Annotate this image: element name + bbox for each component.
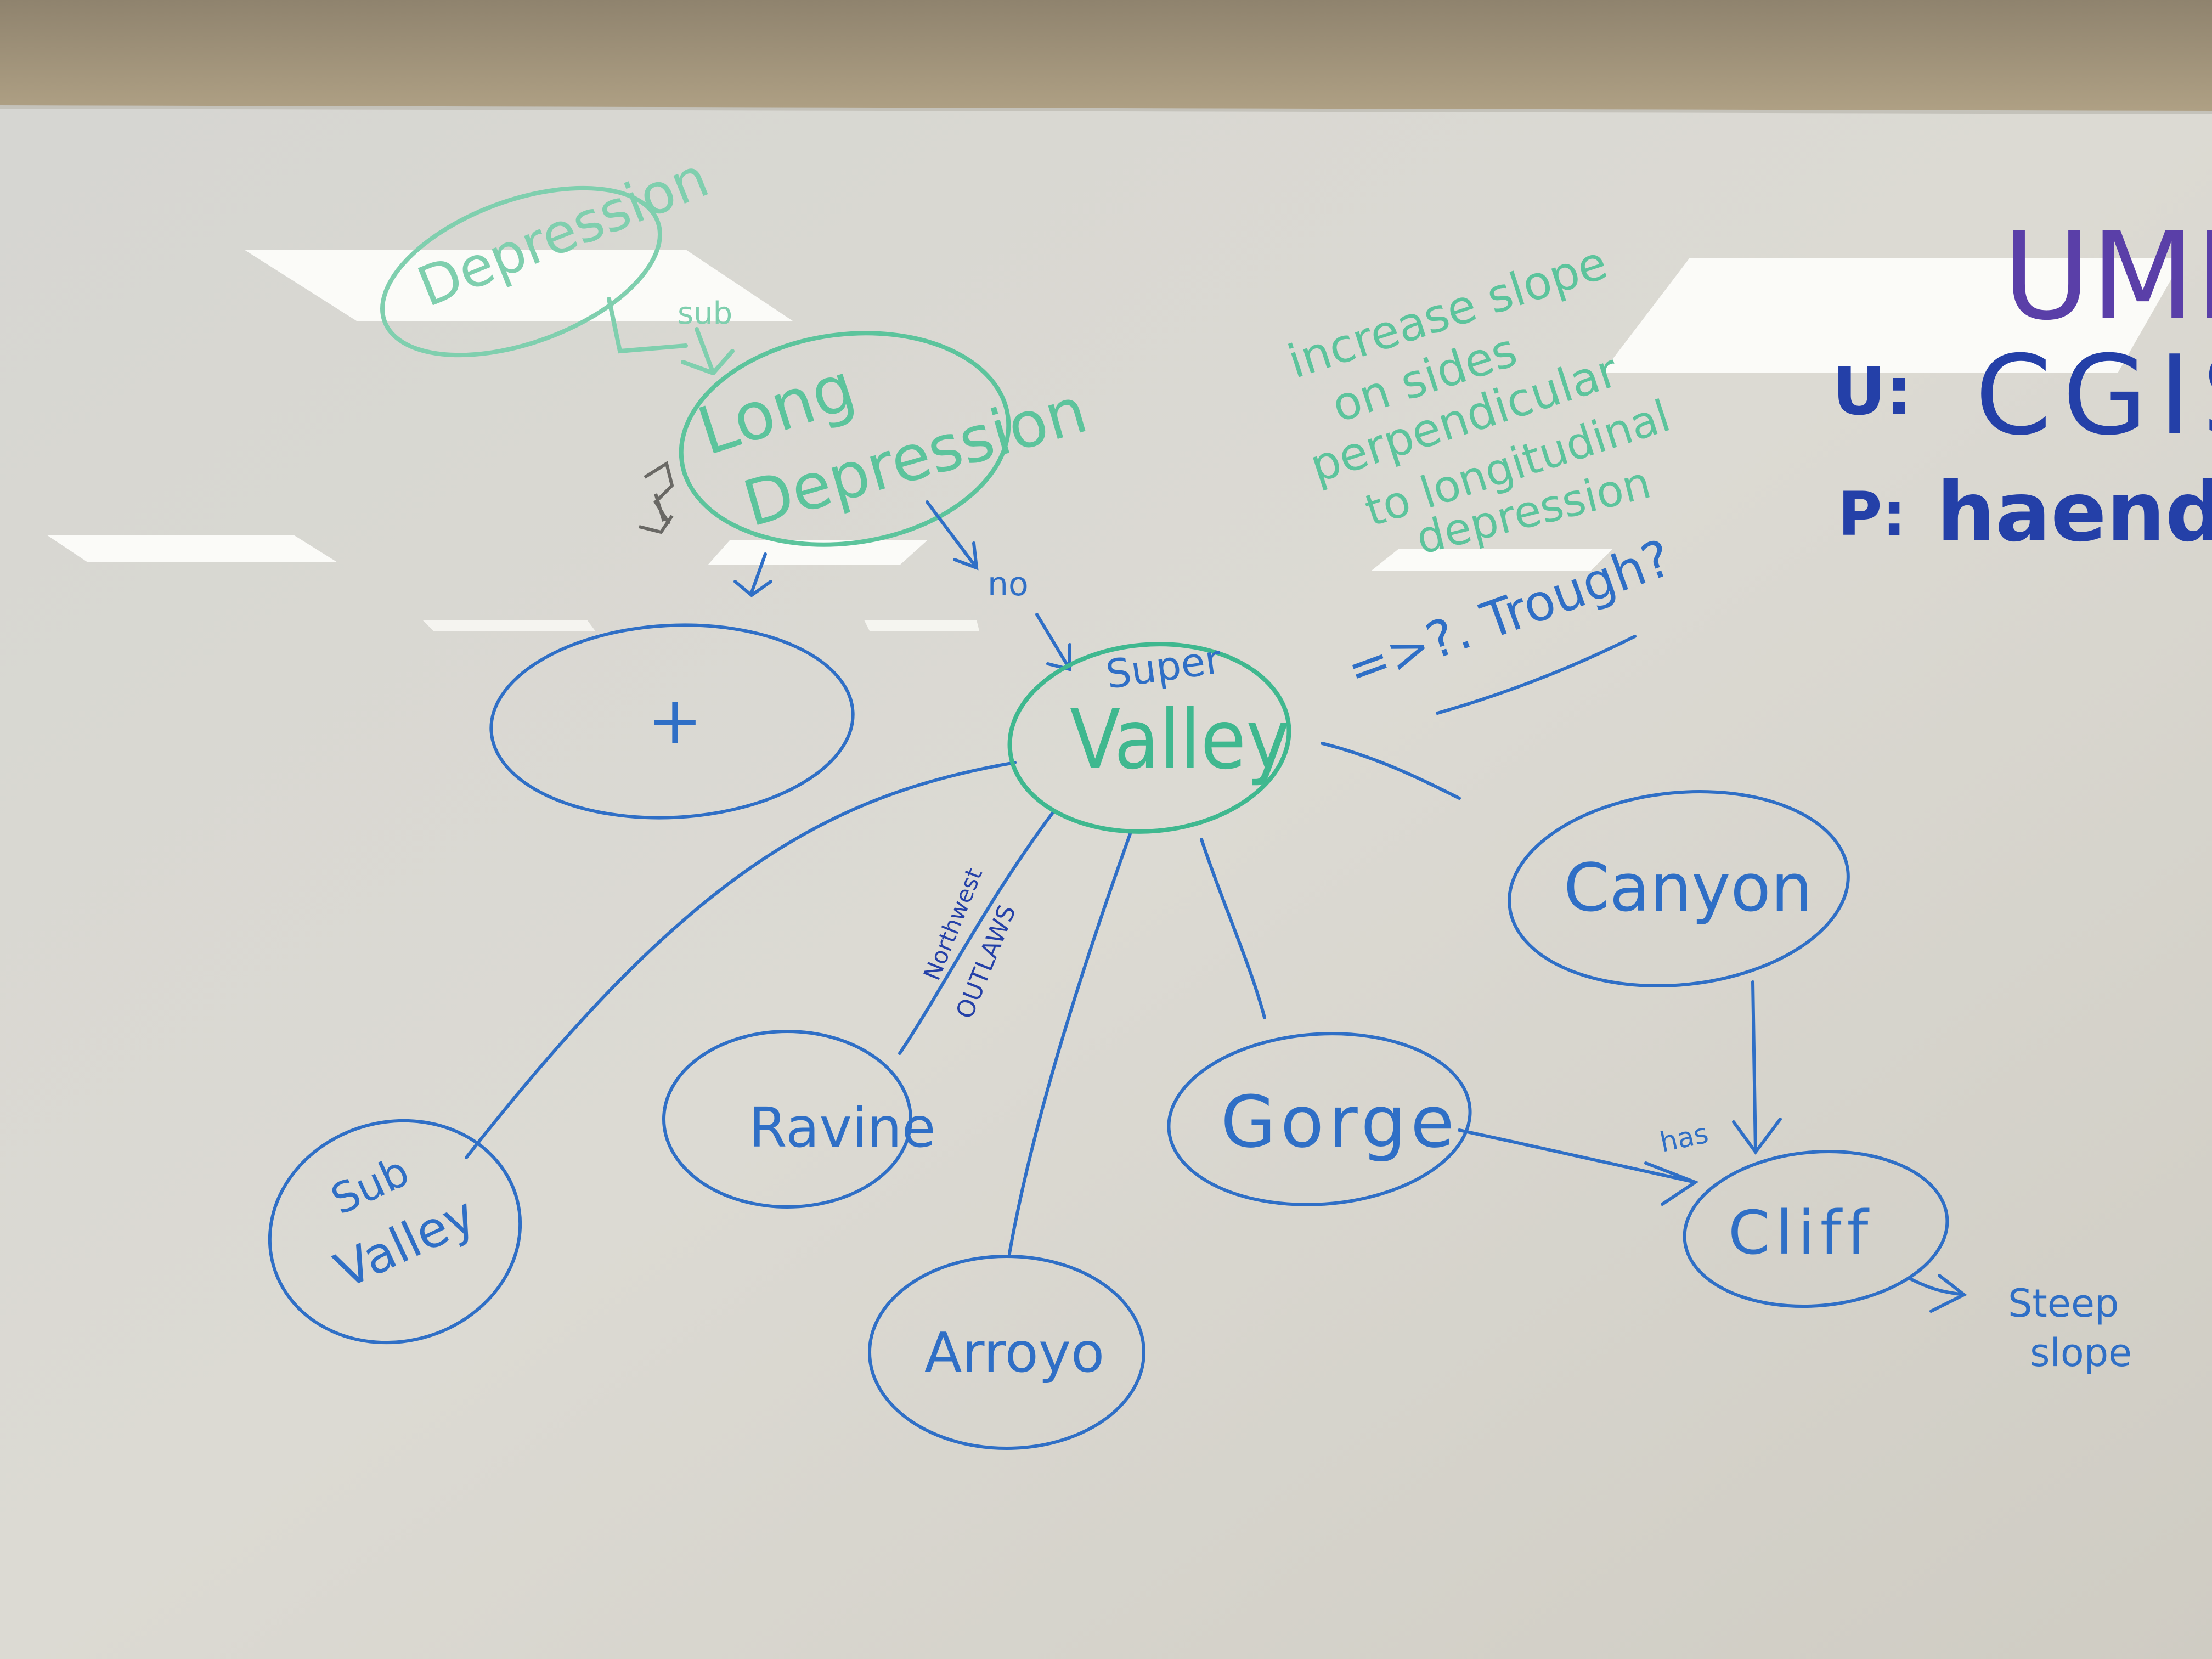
edge-long-to-valley: [926, 500, 979, 571]
long-depression-node-outline: [679, 331, 1011, 547]
steep-label: Steep: [2008, 1281, 2119, 1326]
umd-title: UMD: [2002, 206, 2212, 347]
edge-long-to-x: [733, 552, 772, 597]
whiteboard: [0, 107, 2212, 1659]
canyon-label: Canyon: [1564, 850, 1813, 927]
gorge-node-outline: [1167, 1032, 1472, 1206]
smudge: [639, 461, 674, 534]
arroyo-label: Arroyo: [924, 1321, 1104, 1385]
edge-ravine: [898, 810, 1055, 1055]
whiteboard-top-edge: [0, 105, 2212, 114]
arroyo-node-outline: [868, 1255, 1146, 1450]
gorge-label: Gorge: [1221, 1080, 1459, 1164]
light-reflections: [47, 250, 2183, 631]
edge-gorge: [1200, 838, 1266, 1019]
edges: [465, 500, 1967, 1313]
edge-right-stub: [1321, 742, 1461, 800]
valley-label: Valley: [1070, 692, 1290, 788]
trough-underline: [1436, 635, 1637, 715]
slope-label: slope: [2030, 1330, 2132, 1375]
ravine-node-outline: [662, 1030, 912, 1209]
sub-connector: [607, 297, 688, 354]
canyon-node-outline: [1508, 789, 1850, 988]
depression-node-outline: [380, 185, 662, 358]
edge-arroyo: [1008, 832, 1132, 1255]
nodes: [268, 623, 1949, 1450]
edge-gorge-to-cliff: [1458, 1128, 1699, 1206]
super-valley-node-outline: [1007, 642, 1291, 834]
edge-sub-valley: [465, 761, 1017, 1159]
cliff-label: Cliff: [1728, 1198, 1874, 1268]
sub-arrow: [681, 327, 735, 375]
no-label: no: [988, 565, 1029, 603]
sub-label: sub: [678, 296, 732, 331]
unknown-node-outline: [489, 623, 855, 820]
unknown-node-label: +: [647, 683, 703, 759]
edge-canyon-to-cliff: [1732, 980, 1782, 1155]
p-key: P:: [1838, 479, 1906, 549]
depression-cluster: [380, 185, 1011, 547]
edge-cliff-to-slope: [1908, 1274, 1967, 1313]
edge-no-to-valley: [1035, 613, 1071, 672]
p-value: haendoins: [1937, 465, 2212, 560]
sub-valley-node-outline: [268, 1119, 522, 1345]
wall: [0, 0, 2212, 126]
cliff-node-outline: [1683, 1149, 1949, 1308]
u-key: U:: [1832, 354, 1912, 430]
u-value: CGIS: [1975, 332, 2212, 460]
ravine-label: Ravine: [749, 1096, 935, 1160]
